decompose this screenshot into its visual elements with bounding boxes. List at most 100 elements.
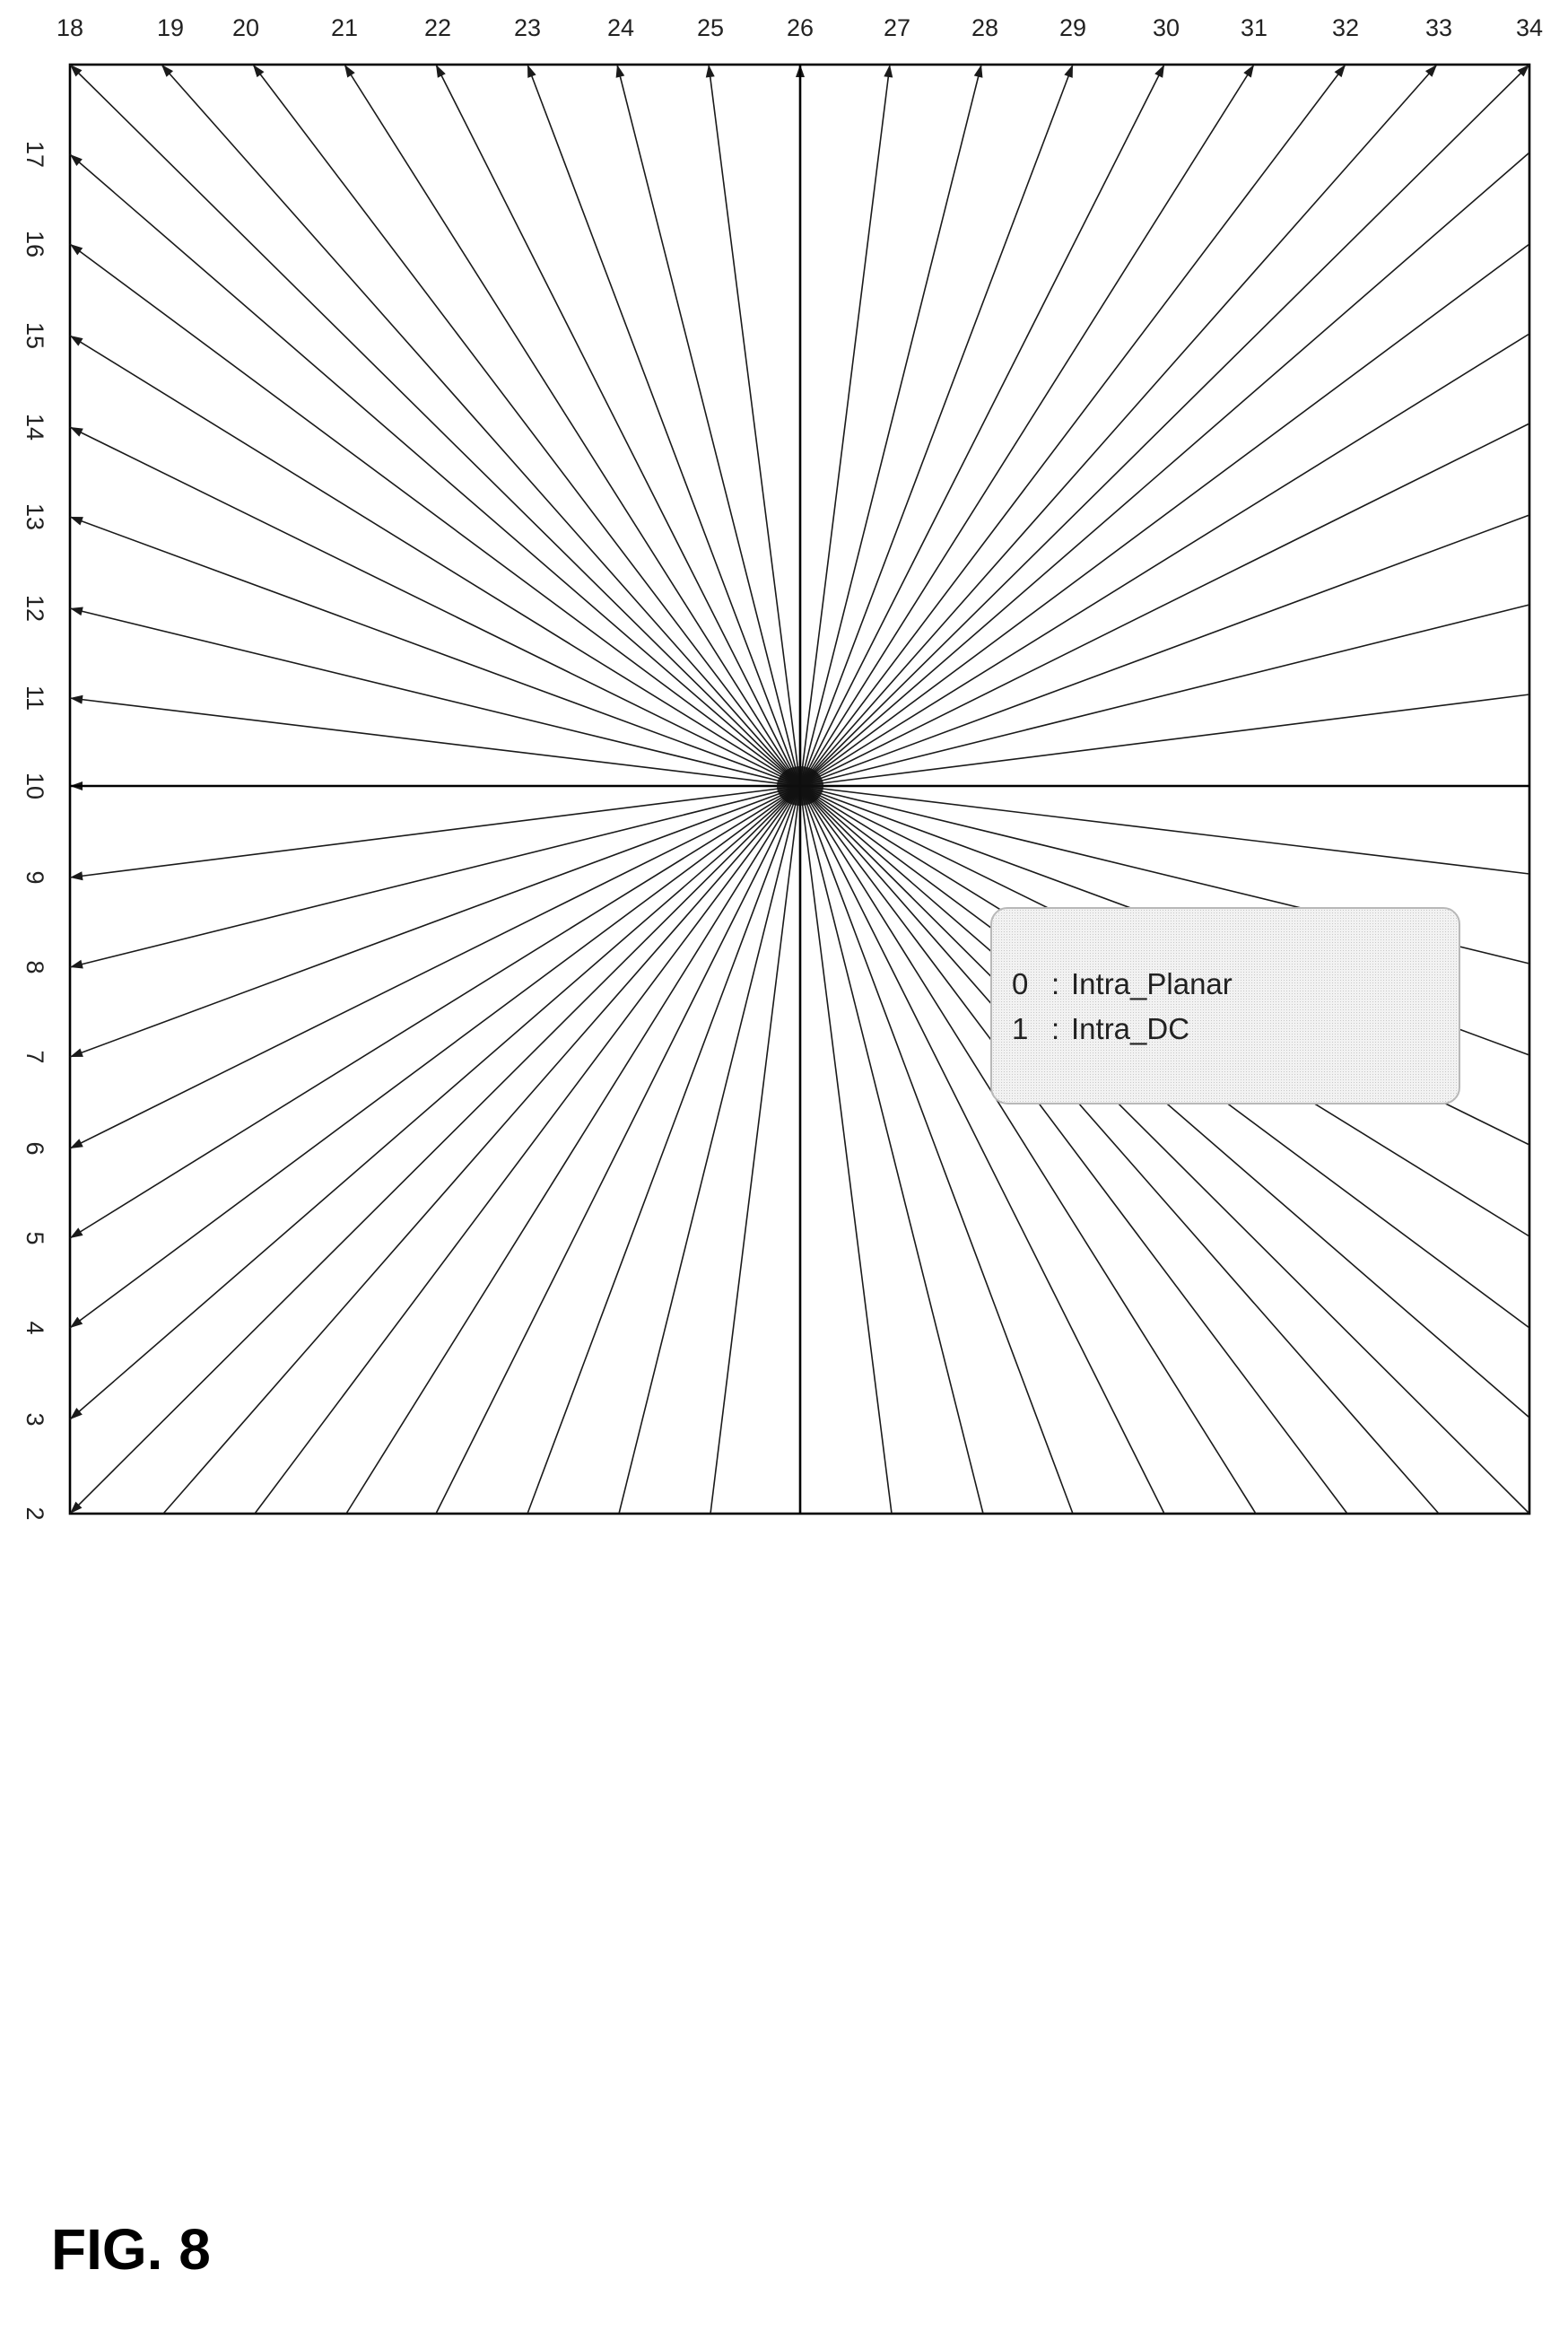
mode-legend-box: 0 : Intra_Planar 1 : Intra_DC (991, 908, 1459, 1104)
symmetric-rays (163, 153, 1529, 1514)
mode-ray (70, 154, 800, 786)
mode-label: 14 (22, 414, 48, 441)
mode-ray (800, 65, 1346, 786)
mode-label: 17 (22, 141, 48, 168)
ray-arrowhead (70, 427, 83, 437)
mode-label: 11 (22, 685, 48, 711)
figure-caption: FIG. 8 (51, 2216, 211, 2283)
symmetric-ray (800, 786, 1256, 1514)
mode-label: 22 (424, 14, 451, 41)
mode-label: 28 (971, 14, 998, 41)
intra-prediction-direction-diagram: 1819202122232425262728293031323334 17161… (0, 0, 1568, 1561)
top-mode-labels: 1819202122232425262728293031323334 (57, 14, 1543, 41)
mode-ray (800, 65, 890, 786)
legend-background (991, 908, 1459, 1104)
ray-arrowhead (884, 65, 893, 78)
legend-item-separator: : (1051, 967, 1059, 1000)
mode-label: 34 (1516, 14, 1543, 41)
mode-ray (70, 427, 800, 786)
mode-ray (70, 608, 800, 786)
symmetric-ray (800, 244, 1529, 786)
mode-ray (800, 65, 1164, 786)
symmetric-ray (800, 515, 1529, 786)
mode-label: 4 (22, 1321, 48, 1334)
ray-arrowhead (70, 1139, 83, 1148)
ray-arrowhead (70, 960, 83, 969)
mode-label: 12 (22, 595, 48, 622)
legend-item-name: Intra_DC (1071, 1012, 1189, 1045)
ray-arrowhead (70, 1227, 83, 1238)
symmetric-ray (800, 786, 1164, 1514)
mode-label: 2 (22, 1506, 48, 1520)
mode-label: 13 (22, 503, 48, 530)
mode-label: 8 (22, 960, 48, 973)
mode-ray (70, 786, 800, 1328)
symmetric-ray (710, 786, 800, 1514)
mode-ray (70, 517, 800, 786)
mode-label: 20 (232, 14, 259, 41)
ray-arrowhead (436, 65, 446, 78)
mode-ray (70, 244, 800, 786)
mode-label: 6 (22, 1141, 48, 1155)
mode-ray (70, 65, 800, 786)
legend-item-separator: : (1051, 1012, 1059, 1045)
ray-arrowhead (1064, 65, 1073, 78)
mode-label: 7 (22, 1050, 48, 1063)
mode-label: 25 (697, 14, 724, 41)
mode-label: 3 (22, 1412, 48, 1426)
mode-ray (800, 65, 1254, 786)
ray-arrowhead (70, 607, 83, 615)
mode-ray (70, 786, 800, 877)
symmetric-ray (800, 786, 1347, 1514)
mode-label: 23 (514, 14, 541, 41)
mode-ray (70, 336, 800, 786)
symmetric-ray (800, 786, 1073, 1514)
symmetric-ray (800, 423, 1529, 786)
mode-label: 30 (1153, 14, 1180, 41)
ray-arrowhead (70, 871, 83, 880)
ray-arrowhead (706, 65, 715, 78)
mode-ray (70, 786, 800, 1148)
mode-label: 27 (884, 14, 910, 41)
mode-ray (617, 65, 800, 786)
mode-label: 18 (57, 14, 83, 41)
mode-label: 32 (1332, 14, 1359, 41)
symmetric-ray (800, 786, 892, 1514)
mode-ray (70, 698, 800, 786)
ray-arrowhead (616, 65, 625, 78)
symmetric-ray (800, 694, 1529, 786)
mode-label: 21 (331, 14, 358, 41)
mode-ray (436, 65, 800, 786)
symmetric-ray (436, 786, 800, 1514)
symmetric-ray (800, 786, 1439, 1514)
mode-label: 31 (1241, 14, 1267, 41)
legend-item-index: 1 (1012, 1012, 1028, 1045)
mode-label: 9 (22, 870, 48, 884)
mode-ray (70, 786, 800, 1238)
ray-arrowhead (253, 65, 264, 77)
ray-arrowhead (70, 336, 83, 346)
legend-item-index: 0 (1012, 967, 1028, 1000)
symmetric-ray (163, 786, 800, 1514)
symmetric-ray (800, 334, 1529, 786)
mode-ray (709, 65, 800, 786)
symmetric-ray (800, 786, 983, 1514)
symmetric-ray (619, 786, 800, 1514)
ray-arrowhead (527, 65, 536, 78)
ray-arrowhead (1154, 65, 1164, 78)
ray-arrowhead (1335, 65, 1346, 77)
mode-label: 26 (787, 14, 814, 41)
mode-label: 33 (1425, 14, 1452, 41)
mode-ray (800, 65, 1529, 786)
symmetric-ray (255, 786, 800, 1514)
symmetric-ray (346, 786, 800, 1514)
ray-arrowhead (1243, 65, 1254, 78)
symmetric-ray (800, 786, 1529, 1514)
mode-label: 5 (22, 1231, 48, 1244)
ray-arrowhead (344, 65, 355, 78)
mode-label: 16 (22, 231, 48, 258)
legend-item-name: Intra_Planar (1071, 967, 1233, 1000)
symmetric-ray (800, 153, 1529, 786)
mode-ray (800, 65, 1437, 786)
left-mode-labels: 171615141312111098765432 (22, 141, 48, 1521)
